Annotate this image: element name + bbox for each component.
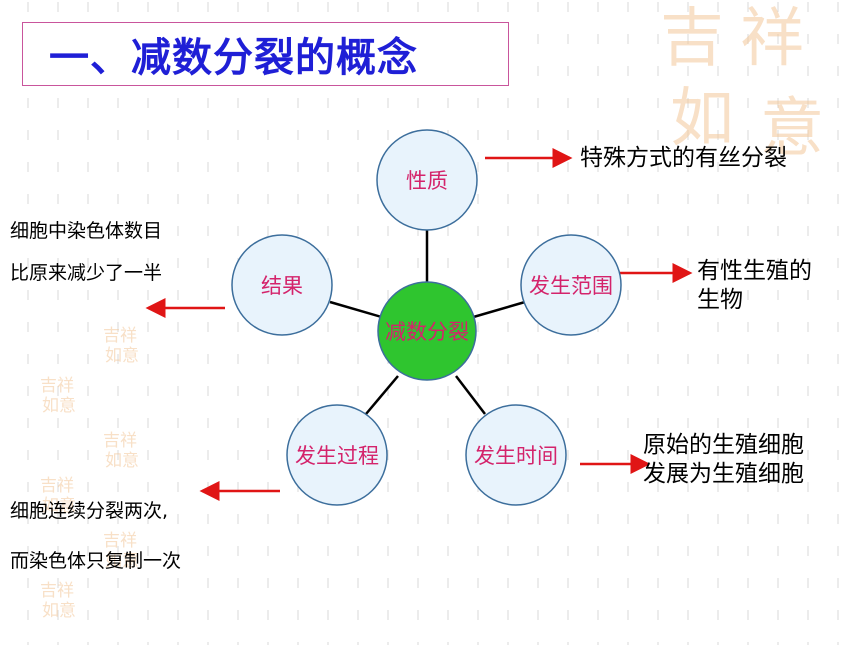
node-nature: 性质	[376, 129, 478, 231]
note-scope-line2: 生物	[697, 287, 743, 313]
svg-text:吉祥: 吉祥	[103, 326, 137, 346]
svg-text:如意: 如意	[105, 451, 139, 471]
note-result-line1: 细胞中染色体数目	[10, 220, 163, 242]
note-process: 细胞连续分裂两次, 而染色体只复制一次	[10, 486, 181, 586]
svg-text:如意: 如意	[105, 346, 139, 366]
node-process: 发生过程	[286, 404, 388, 506]
node-result: 结果	[231, 234, 333, 336]
svg-text:吉祥: 吉祥	[40, 581, 74, 601]
svg-text:吉祥: 吉祥	[103, 531, 137, 551]
svg-text:吉祥: 吉祥	[40, 376, 74, 396]
node-label: 性质	[406, 169, 448, 193]
page-title: 一、减数分裂的概念	[22, 22, 509, 86]
node-scope: 发生范围	[520, 234, 622, 336]
note-time-line1: 原始的生殖细胞	[643, 432, 804, 458]
connector-line	[365, 375, 399, 415]
svg-text:如意: 如意	[105, 551, 139, 571]
connector-line	[455, 375, 486, 415]
note-scope: 有性生殖的 生物	[697, 257, 812, 315]
svg-text:祥: 祥	[740, 2, 804, 76]
svg-text:吉: 吉	[660, 2, 724, 76]
svg-text:如: 如	[670, 82, 734, 156]
svg-text:如意: 如意	[42, 396, 76, 416]
svg-text:如意: 如意	[42, 496, 76, 516]
node-label: 发生时间	[474, 444, 558, 468]
node-label: 发生过程	[295, 444, 379, 468]
note-result: 细胞中染色体数目 比原来减少了一半	[10, 210, 162, 294]
connector-line	[469, 300, 526, 320]
node-time: 发生时间	[465, 404, 567, 506]
node-center: 减数分裂	[377, 281, 477, 381]
center-label: 减数分裂	[385, 320, 469, 344]
note-process-line2: 而染色体只复制一次	[10, 550, 182, 572]
svg-text:如意: 如意	[42, 601, 76, 621]
note-nature: 特殊方式的有丝分裂	[580, 145, 787, 171]
node-label: 发生范围	[529, 274, 613, 298]
seal-watermark-icon: 吉 祥 如 意	[660, 2, 824, 166]
note-time-line2: 发展为生殖细胞	[643, 461, 804, 487]
node-label: 结果	[261, 274, 303, 298]
svg-text:吉祥: 吉祥	[40, 476, 74, 496]
connector-line	[329, 300, 386, 320]
note-process-line1: 细胞连续分裂两次,	[10, 500, 169, 522]
note-result-line2: 比原来减少了一半	[10, 262, 163, 284]
svg-text:吉祥: 吉祥	[103, 431, 137, 451]
note-time: 原始的生殖细胞 发展为生殖细胞	[643, 431, 804, 489]
svg-text:意: 意	[760, 92, 824, 166]
note-scope-line1: 有性生殖的	[697, 258, 812, 284]
